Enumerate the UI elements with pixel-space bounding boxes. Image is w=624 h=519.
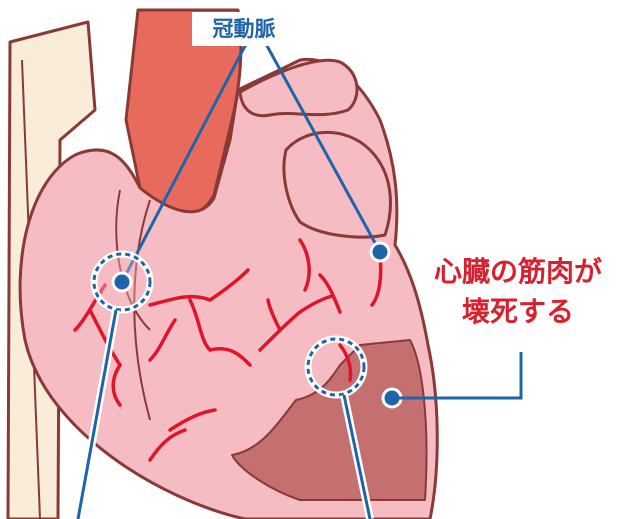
necrosis-label: 心臓の筋肉が 壊死する xyxy=(412,252,624,332)
dot-left xyxy=(113,273,131,291)
necrosis-label-line2: 壊死する xyxy=(412,292,624,332)
pulmonary-trunk xyxy=(240,60,357,115)
necrosis-label-line1: 心臓の筋肉が xyxy=(412,252,624,292)
coronary-artery-label: 冠動脈 xyxy=(192,12,296,46)
dot-right xyxy=(371,243,389,261)
